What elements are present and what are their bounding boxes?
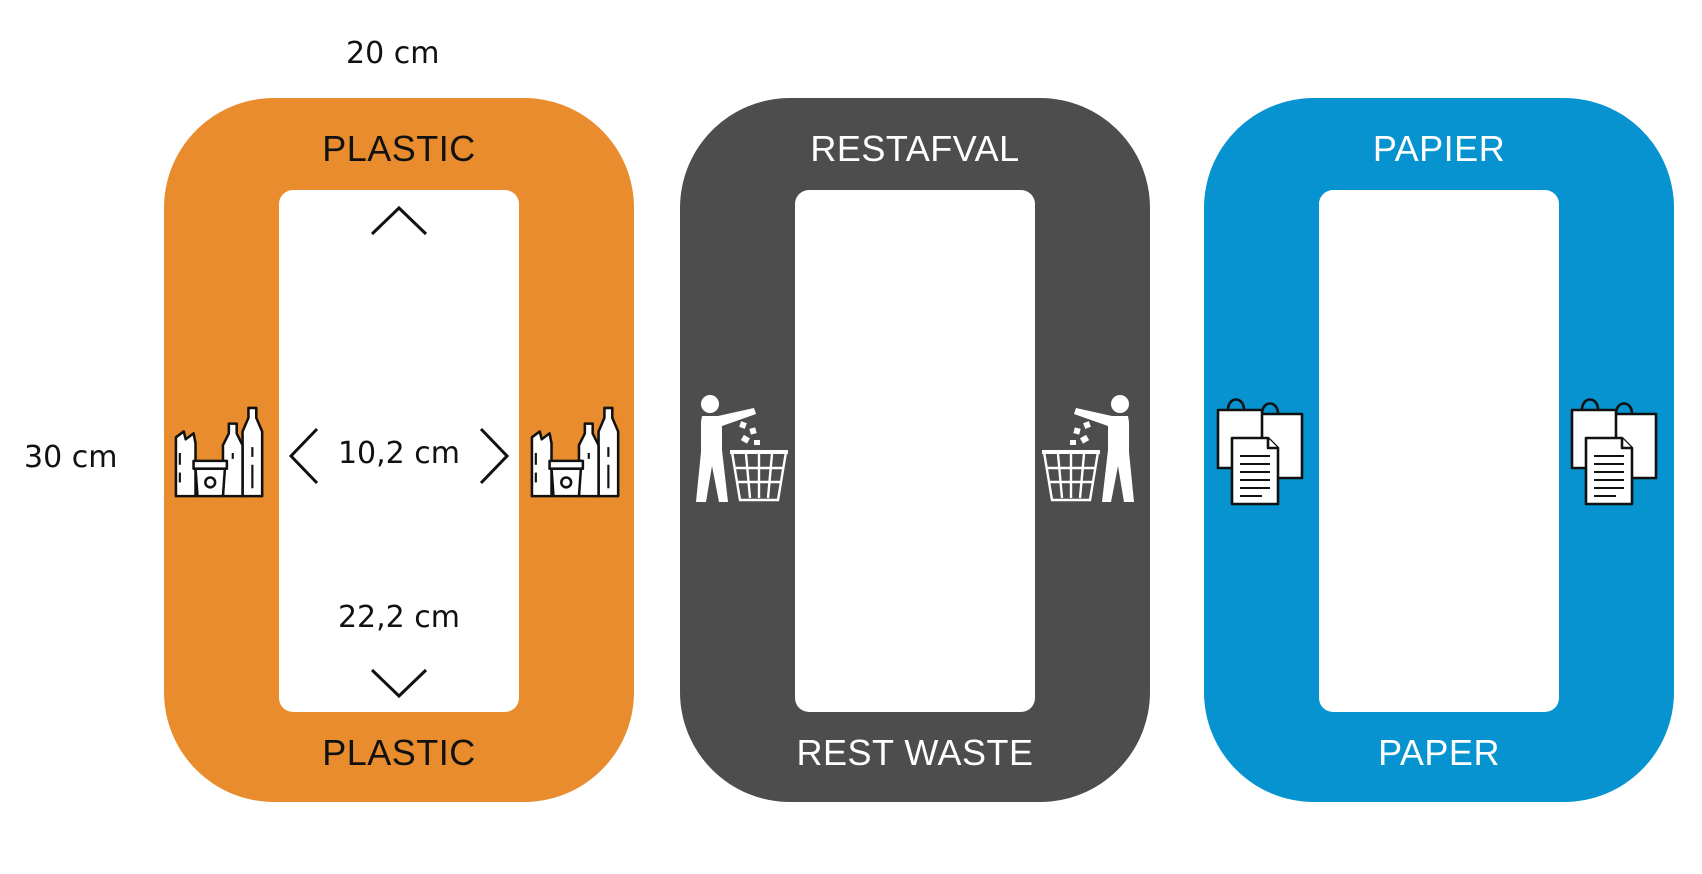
restafval-top-label: RESTAFVAL — [810, 128, 1020, 169]
tidyman-trash-icon — [1042, 395, 1134, 502]
restafval-bottom-label: REST WASTE — [796, 732, 1034, 773]
down-arrow-icon — [370, 668, 428, 699]
right-arrow-icon — [479, 427, 510, 485]
tidyman-trash-icon — [696, 395, 788, 502]
plastic-bottom-label: PLASTIC — [322, 732, 476, 773]
width-dimension-label: 20 cm — [346, 36, 440, 71]
plastic-waste-icon — [530, 406, 620, 498]
papier-sticker: PAPIER — [1204, 98, 1674, 802]
restafval-window — [795, 190, 1035, 712]
papier-window — [1319, 190, 1559, 712]
paper-bags-icon — [1216, 398, 1304, 506]
inner-width-dimension-label: 10,2 cm — [337, 436, 461, 471]
plastic-top-label: PLASTIC — [322, 128, 476, 169]
plastic-sticker: PLASTIC 10,2 cm 22,2 cm — [164, 98, 634, 802]
restafval-sticker: RESTAFVAL — [680, 98, 1150, 802]
left-arrow-icon — [288, 427, 319, 485]
plastic-waste-icon — [174, 406, 264, 498]
plastic-window: 10,2 cm 22,2 cm — [279, 190, 519, 712]
up-arrow-icon — [370, 205, 428, 236]
height-dimension-label: 30 cm — [24, 440, 118, 475]
inner-height-dimension-label: 22,2 cm — [337, 600, 461, 635]
paper-bags-icon — [1570, 398, 1658, 506]
papier-top-label: PAPIER — [1372, 128, 1506, 169]
papier-bottom-label: PAPER — [1378, 732, 1500, 773]
